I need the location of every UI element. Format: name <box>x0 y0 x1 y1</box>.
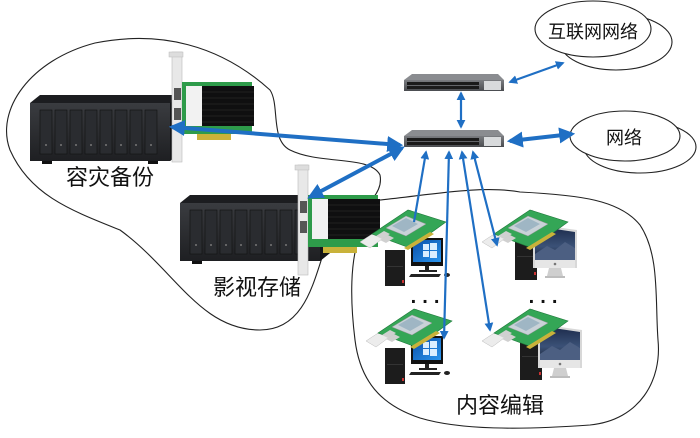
link-core-to-mac1 <box>470 150 500 247</box>
zone-label-storage: 影视存储 <box>213 276 301 301</box>
zone-outline-editing <box>351 189 660 429</box>
nas-backup <box>29 94 181 165</box>
ellipsis-left: · · · <box>410 292 439 311</box>
link-core-to-backup <box>168 120 404 152</box>
cloud-internet-label: 互联网网络 <box>548 22 638 43</box>
link-win1-to-core <box>412 150 430 223</box>
link-core-to-network <box>506 127 576 148</box>
zone-label-editing: 内容编辑 <box>456 394 544 419</box>
workstation-windows-2 <box>365 308 453 384</box>
zone-label-backup: 容灾备份 <box>66 166 154 191</box>
cloud-internet: 互联网网络 <box>534 0 673 71</box>
ellipsis-right: · · · <box>528 292 557 311</box>
zone-outline-backup <box>6 37 381 331</box>
cloud-network: 网络 <box>569 110 697 174</box>
workstation-mac-2 <box>481 308 582 380</box>
link-core-to-storage <box>307 146 405 199</box>
cloud-network-label: 网络 <box>606 128 642 149</box>
link-core-to-win2 <box>439 150 454 340</box>
switch-top <box>404 74 504 91</box>
switch-core <box>404 130 504 147</box>
link-top-to-internet <box>508 61 565 84</box>
